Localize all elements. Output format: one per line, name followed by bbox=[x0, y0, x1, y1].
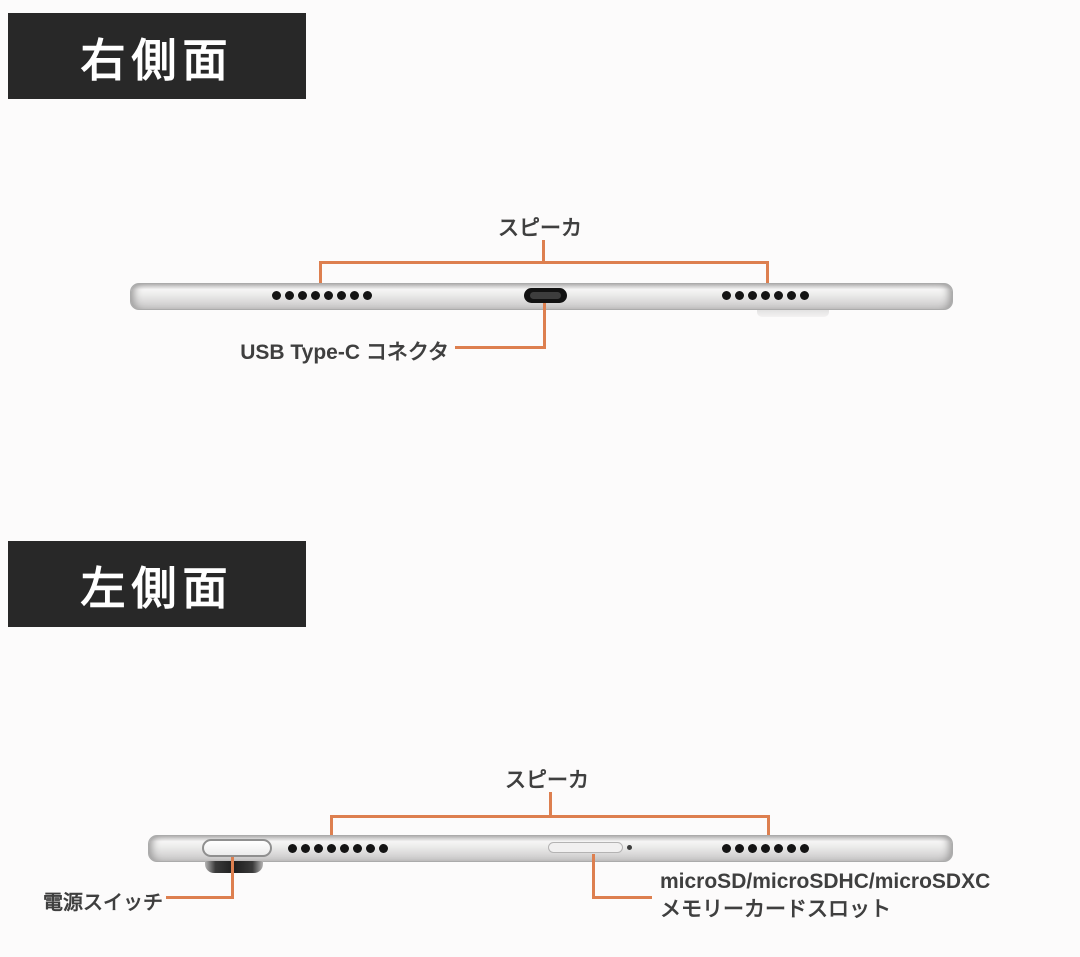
speaker-grille-left bbox=[272, 291, 372, 300]
speaker-label-left-view: スピーカ bbox=[505, 769, 589, 792]
camera-bump-shadow bbox=[757, 310, 829, 317]
speaker-hole bbox=[337, 291, 346, 300]
microsd-slot-label-line2: メモリーカードスロット bbox=[660, 898, 891, 921]
speaker-hole bbox=[350, 291, 359, 300]
speaker-grille-left-2 bbox=[288, 844, 388, 853]
speaker-grille-right-2 bbox=[722, 844, 809, 853]
speaker-label-right-view: スピーカ bbox=[498, 217, 582, 240]
speaker-hole bbox=[735, 844, 744, 853]
leader-line-speaker-right-drop bbox=[766, 261, 769, 290]
leader-line-power-horizontal bbox=[166, 896, 234, 899]
leader-line-speaker-left-drop bbox=[319, 261, 322, 290]
speaker-hole bbox=[288, 844, 297, 853]
speaker-hole bbox=[379, 844, 388, 853]
section-header-right-side: 右側面 bbox=[8, 13, 306, 99]
speaker-hole bbox=[774, 291, 783, 300]
power-switch-bump bbox=[205, 861, 263, 873]
microphone-hole bbox=[627, 845, 632, 850]
speaker-hole bbox=[272, 291, 281, 300]
leader-line-speaker-bracket bbox=[319, 261, 769, 264]
speaker-hole bbox=[327, 844, 336, 853]
power-switch-label: 電源スイッチ bbox=[43, 892, 163, 914]
speaker-hole bbox=[800, 844, 809, 853]
leader-line-speaker-stem bbox=[542, 240, 545, 264]
microsd-slot-label: microSD/microSDHC/microSDXC メモリーカードスロット bbox=[660, 868, 990, 924]
speaker-grille-right bbox=[722, 291, 809, 300]
microsd-slot-label-line1: microSD/microSDHC/microSDXC bbox=[660, 870, 991, 893]
speaker-hole bbox=[353, 844, 362, 853]
speaker-hole bbox=[311, 291, 320, 300]
speaker-hole bbox=[748, 291, 757, 300]
leader-line-power-vertical bbox=[231, 857, 234, 899]
leader-line-usb-stem bbox=[543, 303, 546, 349]
speaker-hole bbox=[722, 844, 731, 853]
leader-line-usb-horizontal bbox=[455, 346, 546, 349]
speaker-hole bbox=[314, 844, 323, 853]
speaker-hole bbox=[363, 291, 372, 300]
speaker-hole bbox=[340, 844, 349, 853]
speaker-hole bbox=[748, 844, 757, 853]
speaker-hole bbox=[301, 844, 310, 853]
usb-c-port-inner bbox=[530, 292, 561, 299]
speaker-hole bbox=[800, 291, 809, 300]
leader-line-speaker-bracket-2 bbox=[330, 815, 770, 818]
usb-type-c-label: USB Type-C コネクタ bbox=[240, 341, 449, 364]
leader-line-sd-vertical bbox=[592, 854, 595, 899]
speaker-hole bbox=[761, 291, 770, 300]
leader-line-speaker-left-drop-2 bbox=[330, 815, 333, 844]
usb-c-port bbox=[524, 288, 567, 303]
leader-line-sd-horizontal bbox=[592, 896, 652, 899]
speaker-hole bbox=[366, 844, 375, 853]
speaker-hole bbox=[285, 291, 294, 300]
speaker-hole bbox=[774, 844, 783, 853]
section-header-left-side: 左側面 bbox=[8, 541, 306, 627]
speaker-hole bbox=[761, 844, 770, 853]
speaker-hole bbox=[324, 291, 333, 300]
speaker-hole bbox=[722, 291, 731, 300]
speaker-hole bbox=[735, 291, 744, 300]
leader-line-speaker-right-drop-2 bbox=[767, 815, 770, 844]
leader-line-speaker-stem-2 bbox=[549, 792, 552, 818]
speaker-hole bbox=[298, 291, 307, 300]
microsd-slot bbox=[548, 842, 623, 853]
speaker-hole bbox=[787, 291, 796, 300]
speaker-hole bbox=[787, 844, 796, 853]
power-switch bbox=[202, 839, 272, 857]
